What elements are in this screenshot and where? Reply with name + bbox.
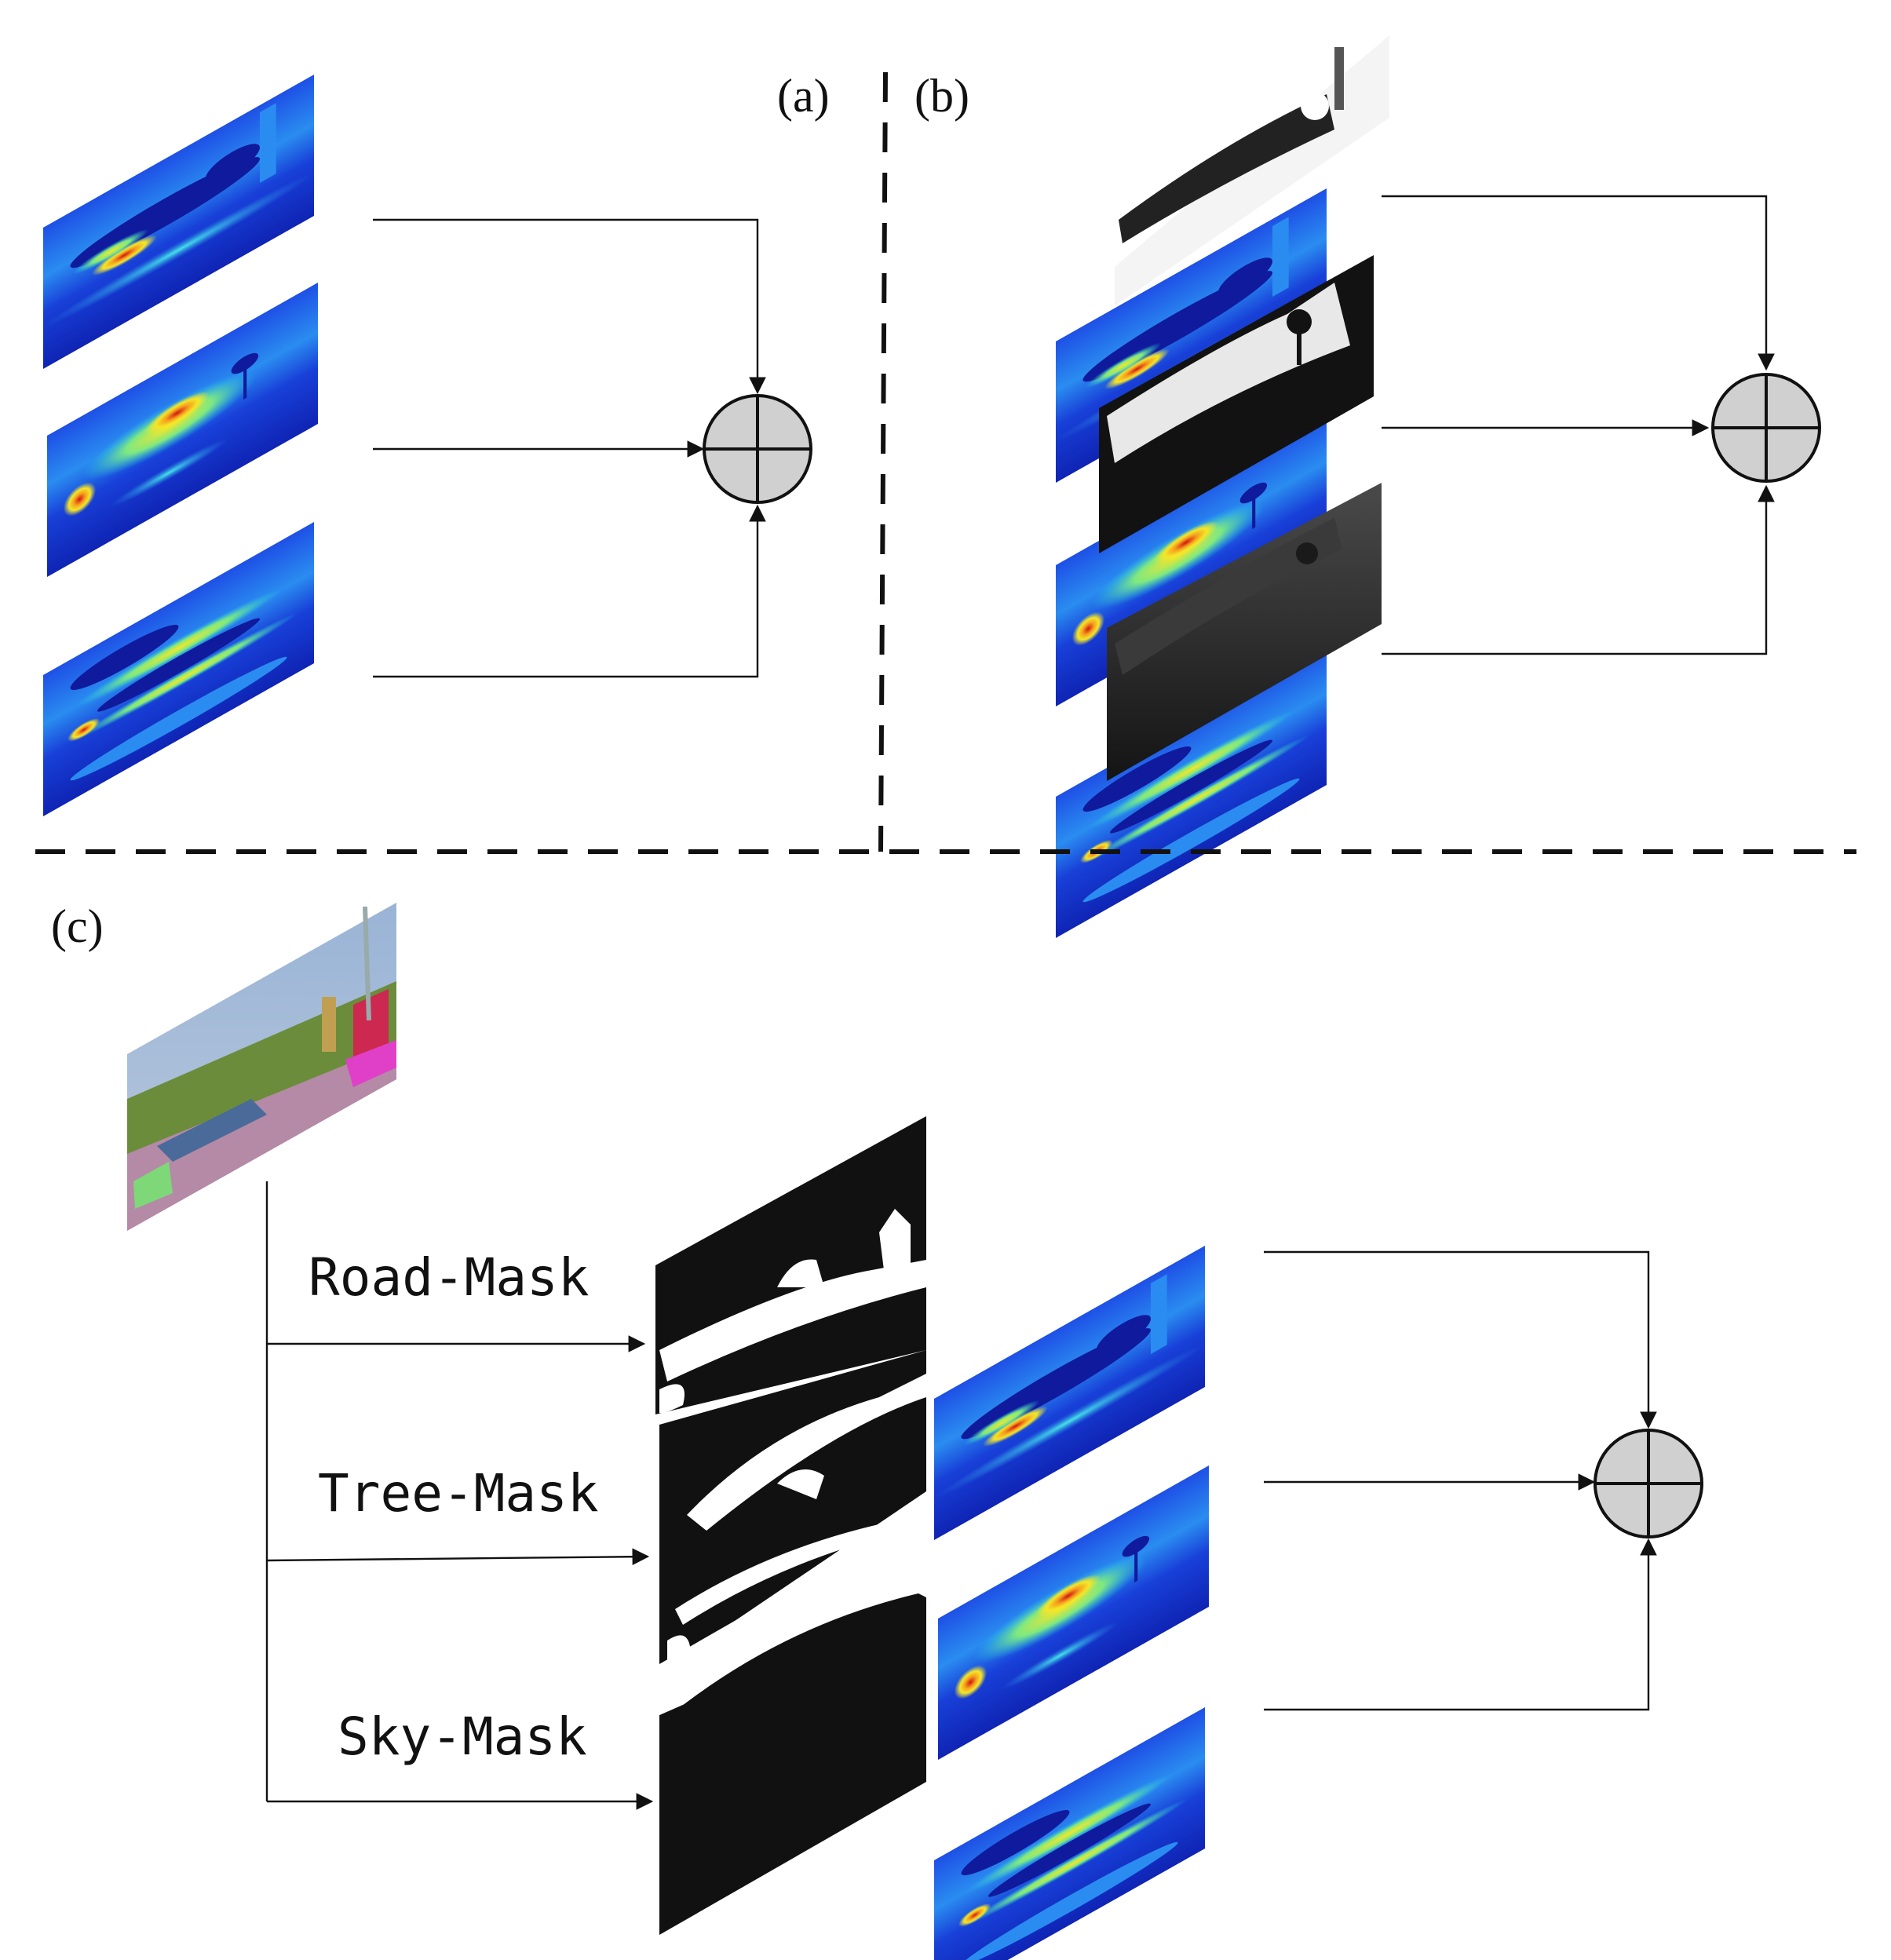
panel-b-sum-operator-icon	[1711, 373, 1821, 483]
panel-c: (c) Road-Mask Tree-Mask Sky-Mask	[51, 900, 1703, 1960]
panel-b-connector-1	[1382, 195, 1775, 371]
tree-mask-label: Tree-Mask	[318, 1463, 599, 1524]
road-mask-image	[655, 1116, 926, 1414]
panel-a-connector-3	[373, 504, 766, 678]
panel-b-label: (b)	[914, 70, 969, 122]
panel-a-sum-operator-icon	[703, 394, 812, 504]
panel-c-connector-3	[1264, 1538, 1657, 1711]
panel-b-attention-map-3	[1107, 483, 1382, 781]
panel-a: (a)	[43, 70, 830, 816]
sky-mask-label: Sky-Mask	[338, 1706, 587, 1767]
panel-a-label: (a)	[777, 70, 830, 122]
panel-c-label: (c)	[51, 900, 104, 952]
panel-b-connector-3	[1382, 484, 1775, 655]
panel-b-attention-map-1	[1115, 35, 1389, 306]
panel-b: (b)	[914, 35, 1821, 938]
panel-a-feature-map-3	[43, 522, 314, 816]
tree-mask-image	[659, 1350, 926, 1672]
tree-mask-connector	[266, 1548, 650, 1565]
segmentation-image	[127, 903, 396, 1231]
road-mask-label: Road-Mask	[308, 1247, 590, 1308]
vertical-divider	[878, 71, 888, 852]
panel-b-attention-map-2	[1099, 255, 1374, 553]
panel-c-connector-1	[1264, 1250, 1657, 1429]
panel-c-feature-map-3	[934, 1707, 1205, 1960]
sky-mask-image	[659, 1511, 926, 1935]
panel-a-connector-1	[373, 218, 766, 395]
panel-c-sum-operator-icon	[1593, 1429, 1703, 1538]
